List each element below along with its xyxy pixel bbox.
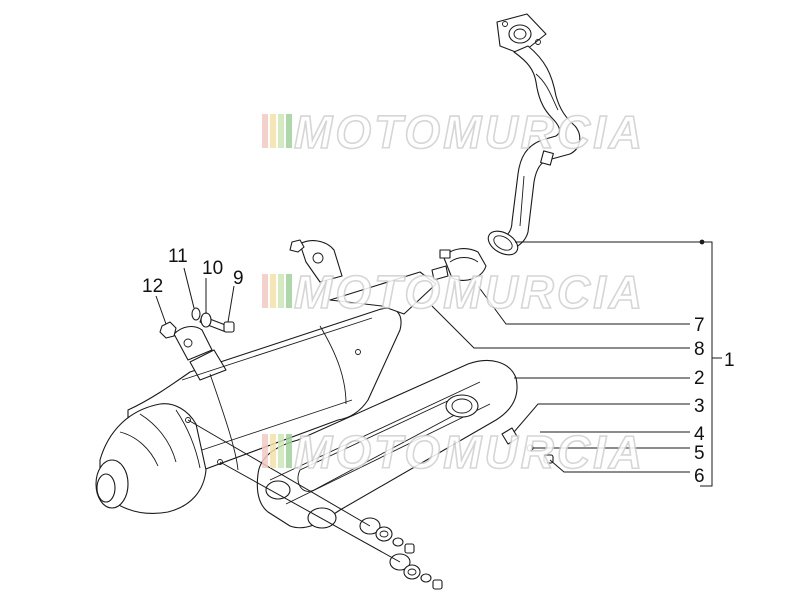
watermark-stripe [286,274,292,308]
spring-washer [191,307,201,321]
watermark-stripe [262,274,268,308]
callout-10: 10 [202,258,223,279]
nut [289,239,305,253]
callout-2: 2 [694,368,705,389]
callout-5: 5 [694,443,705,464]
watermark-stripe [262,434,268,468]
watermark-stripe [278,114,284,148]
watermark-stripe [270,114,276,148]
watermark-stripe [286,434,292,468]
callout-labels: 1 2 3 4 5 6 7 8 9 10 11 12 [142,246,735,487]
watermark-text: MOTOMURCIA [294,426,645,478]
washer [200,312,212,328]
leader-lines [155,239,722,563]
exhaust-header-pipe [487,13,581,256]
hex-nut [159,321,177,339]
watermark-stripe [262,114,268,148]
watermark-stripe [286,114,292,148]
callout-11: 11 [168,246,188,267]
watermark-bottom: MOTOMURCIA [262,425,645,479]
watermark-stripe [278,434,284,468]
callout-9: 9 [233,268,244,289]
bolt-stack-upper [359,517,415,554]
callout-6: 6 [694,466,705,487]
watermark-middle: MOTOMURCIA [262,265,645,319]
callout-3: 3 [694,396,705,417]
callout-4: 4 [694,424,705,445]
watermark-stripe [278,274,284,308]
exhaust-gasket [431,265,449,281]
watermark-top: MOTOMURCIA [262,105,645,159]
watermark-text: MOTOMURCIA [294,266,645,318]
callout-7: 7 [694,315,705,336]
callout-12: 12 [142,276,163,297]
callout-8: 8 [694,339,705,360]
watermark-text: MOTOMURCIA [294,106,645,158]
muffler [95,240,437,514]
bolt-stack-lower [389,553,443,590]
pipe-clamp [439,248,487,281]
heat-shield [256,360,518,529]
watermark-stripe [270,274,276,308]
watermark-stripe [270,434,276,468]
callout-1: 1 [724,350,735,371]
